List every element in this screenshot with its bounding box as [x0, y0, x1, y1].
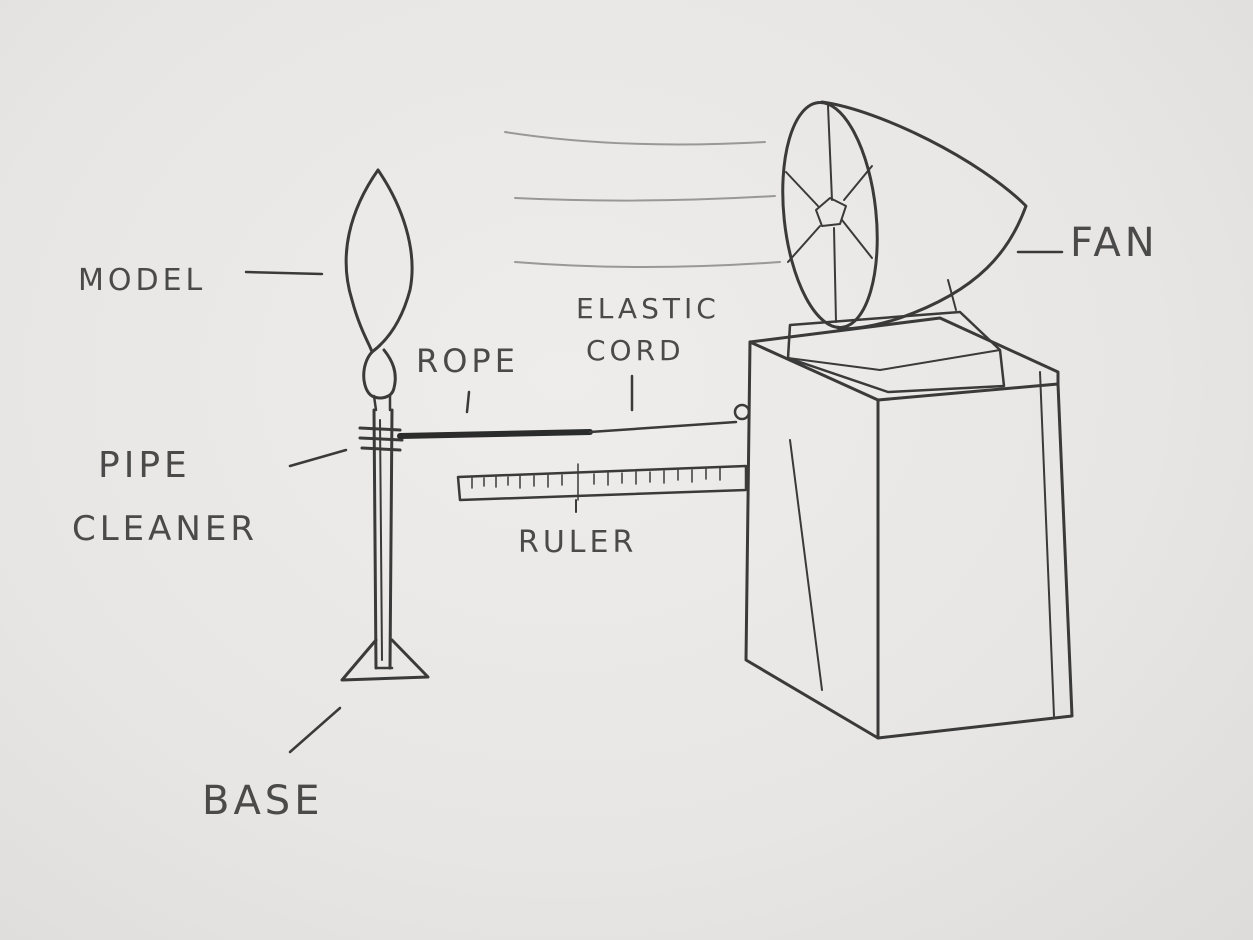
label-pipe-cleaner-line2: CLEANER — [72, 509, 258, 549]
model-knob — [364, 350, 396, 398]
fan-assembly — [746, 98, 1072, 738]
label-rope: ROPE — [416, 342, 519, 380]
label-leaders — [246, 252, 1062, 752]
model-shape — [346, 170, 412, 352]
label-model: MODEL — [78, 263, 206, 298]
label-fan: FAN — [1070, 220, 1159, 266]
base-shape — [342, 640, 428, 680]
label-pipe-cleaner-line1: PIPE — [98, 445, 191, 486]
cord-hook — [735, 405, 749, 419]
rope-and-cord — [400, 376, 749, 436]
fan-head — [822, 102, 1026, 329]
fan-box — [746, 342, 878, 738]
label-elastic-cord-line2: CORD — [586, 334, 685, 367]
ruler-shape — [458, 464, 746, 512]
elastic-cord-line — [590, 422, 736, 432]
label-elastic-cord-line1: ELASTIC — [576, 292, 720, 325]
rope-line — [400, 432, 590, 436]
label-ruler: RULER — [518, 525, 637, 560]
label-base: BASE — [202, 778, 323, 824]
model-stand — [342, 170, 428, 680]
wind-lines — [505, 132, 780, 267]
